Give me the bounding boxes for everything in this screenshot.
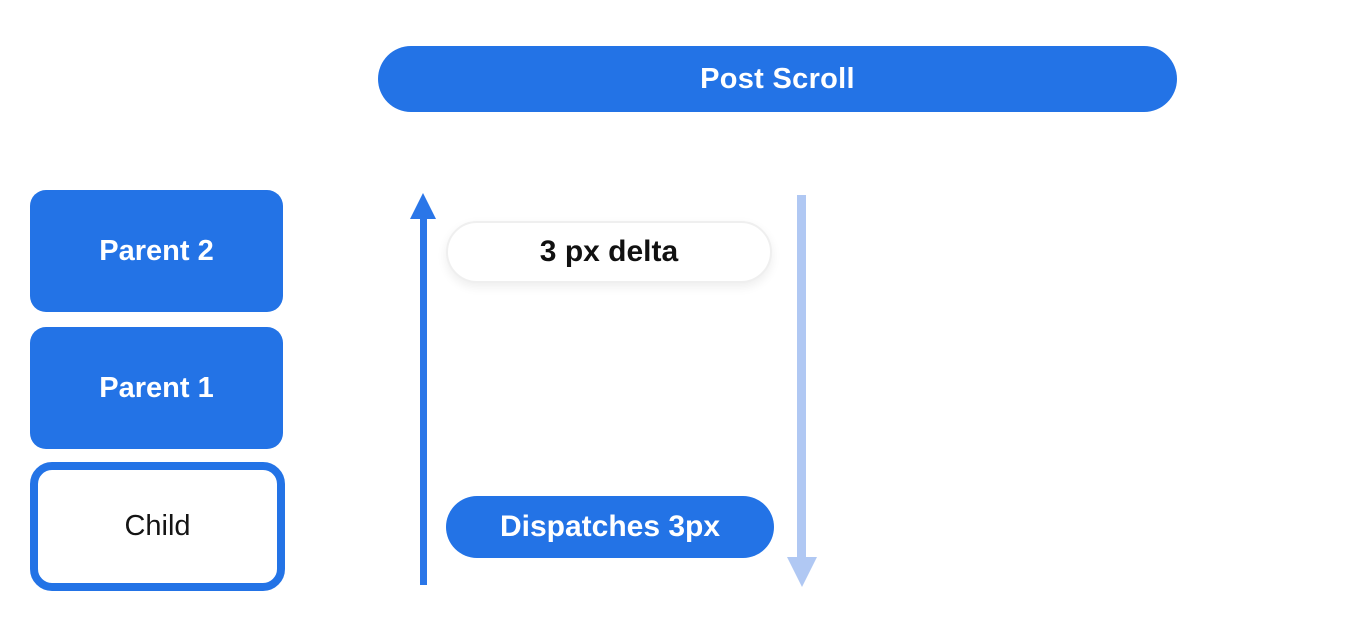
parent2-box: Parent 2 bbox=[30, 190, 283, 312]
up-arrow-shaft bbox=[420, 214, 427, 585]
post-scroll-label: Post Scroll bbox=[700, 62, 855, 95]
parent1-label: Parent 1 bbox=[99, 371, 214, 404]
dispatch-pill: Dispatches 3px bbox=[446, 496, 774, 558]
dispatch-label: Dispatches 3px bbox=[499, 510, 721, 543]
child-label: Child bbox=[124, 510, 191, 542]
down-arrow-shaft bbox=[797, 195, 806, 560]
child-box: Child bbox=[30, 462, 285, 591]
post-scroll-header-pill: Post Scroll bbox=[378, 46, 1177, 112]
parent2-label: Parent 2 bbox=[99, 234, 214, 267]
parent1-box: Parent 1 bbox=[30, 327, 283, 449]
down-arrow-icon bbox=[787, 557, 817, 587]
delta-label: 3 px delta bbox=[539, 235, 679, 268]
delta-pill: 3 px delta bbox=[446, 221, 772, 283]
up-arrow-icon bbox=[410, 193, 436, 219]
